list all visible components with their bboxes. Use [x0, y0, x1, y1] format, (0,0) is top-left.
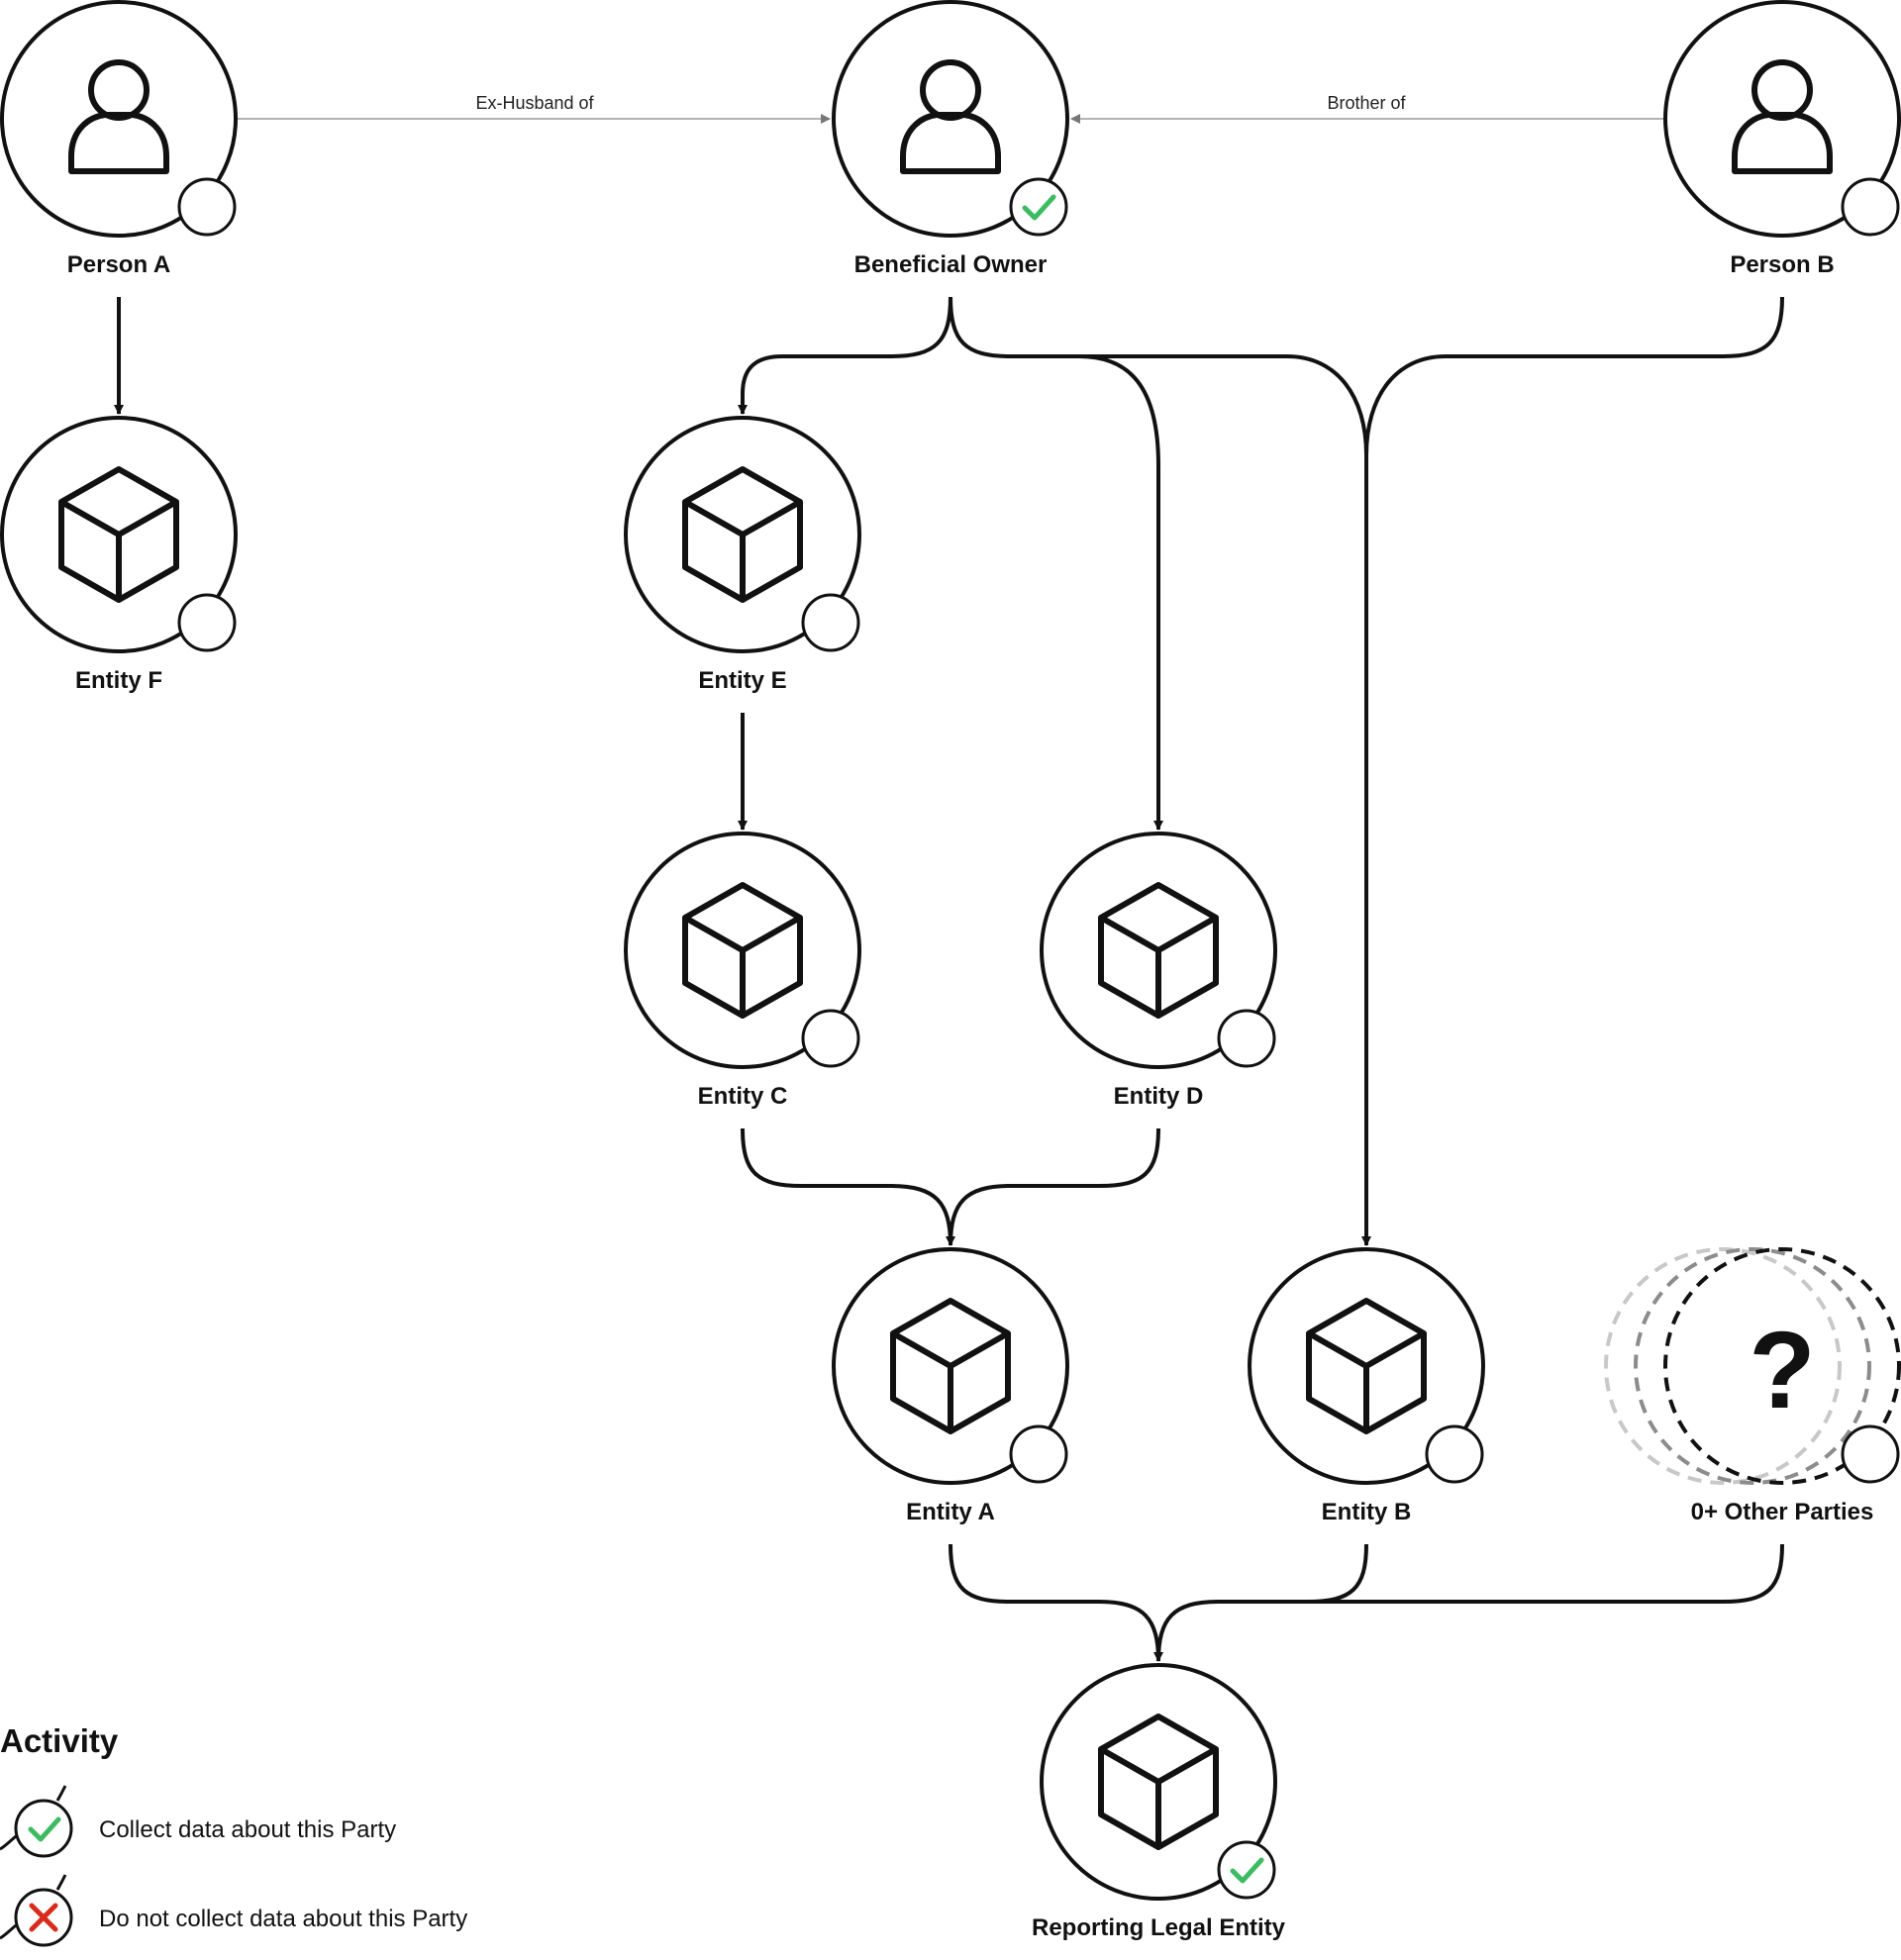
legend-item-do-not-collect: Do not collect data about this Party [0, 1874, 467, 1947]
status-badge [1217, 1009, 1276, 1068]
unknown-ghost-circle [1634, 1247, 1871, 1485]
node-other-parties: 0+ Other Parties [1604, 1247, 1901, 1525]
node-label: Person A [67, 251, 170, 278]
unknown-ghost-circle [1604, 1247, 1842, 1485]
legend: Activity Collect data about this Party D… [0, 1722, 467, 1947]
edge-others-reporting [1218, 1543, 1784, 1604]
node-label: Entity D [1114, 1083, 1204, 1110]
legend-text-collect: Collect data about this Party [99, 1816, 396, 1843]
node-person-a: Person A [0, 0, 238, 278]
legend-item-collect: Collect data about this Party [0, 1785, 396, 1858]
node-label: Entity E [698, 667, 786, 694]
edge-owner-entity-e [738, 296, 952, 415]
node-entity-a: Entity A [832, 1247, 1069, 1525]
status-badge [1841, 1424, 1900, 1484]
node-label: Entity F [75, 667, 162, 694]
check-icon [1009, 177, 1068, 237]
legend-text-do-not-collect: Do not collect data about this Party [99, 1906, 467, 1932]
node-entity-f: Entity F [0, 416, 238, 694]
relation-ex-husband: Ex-Husband of [236, 93, 831, 124]
edge-owner-entity-b [1010, 354, 1371, 1246]
status-badge [177, 177, 237, 237]
node-beneficial-owner: Beneficial Owner [832, 0, 1069, 278]
node-label: Person B [1730, 251, 1834, 278]
unknown-circle [1663, 1247, 1901, 1485]
node-entity-e: Entity E [624, 416, 861, 694]
check-icon [0, 1785, 73, 1858]
node-entity-d: Entity D [1040, 832, 1277, 1110]
ownership-connectors [114, 296, 1784, 1662]
status-badge [1425, 1424, 1484, 1484]
relation-label-brother: Brother of [1327, 93, 1406, 113]
legend-title: Activity [0, 1722, 119, 1759]
cross-icon [0, 1874, 73, 1947]
status-badge [1841, 177, 1900, 237]
node-label: Entity B [1322, 1499, 1412, 1525]
status-badge [177, 593, 237, 652]
node-entity-c: Entity C [624, 832, 861, 1110]
edge-entity-c-entity-a [741, 1127, 955, 1246]
unknown-symbol: ? [1749, 1310, 1815, 1431]
node-person-b: Person B [1663, 0, 1901, 278]
relation-label-ex-husband: Ex-Husband of [475, 93, 594, 113]
status-badge [1009, 1424, 1068, 1484]
node-label: 0+ Other Parties [1691, 1499, 1874, 1525]
edge-entity-d-entity-a [949, 1127, 1160, 1246]
node-reporting-entity: Reporting Legal Entity [1032, 1663, 1286, 1941]
edge-person-b-entity-b [1364, 296, 1784, 456]
node-entity-b: Entity B [1248, 1247, 1485, 1525]
node-label: Entity A [906, 1499, 995, 1525]
relation-brother: Brother of [1070, 93, 1665, 124]
node-label: Beneficial Owner [854, 251, 1048, 278]
status-badge [801, 593, 860, 652]
check-icon [1217, 1840, 1276, 1900]
node-label: Entity C [698, 1083, 788, 1110]
status-badge [801, 1009, 860, 1068]
edge-entity-a-reporting [949, 1543, 1163, 1662]
edge-owner-entity-d [949, 296, 1163, 831]
node-label: Reporting Legal Entity [1032, 1914, 1286, 1941]
